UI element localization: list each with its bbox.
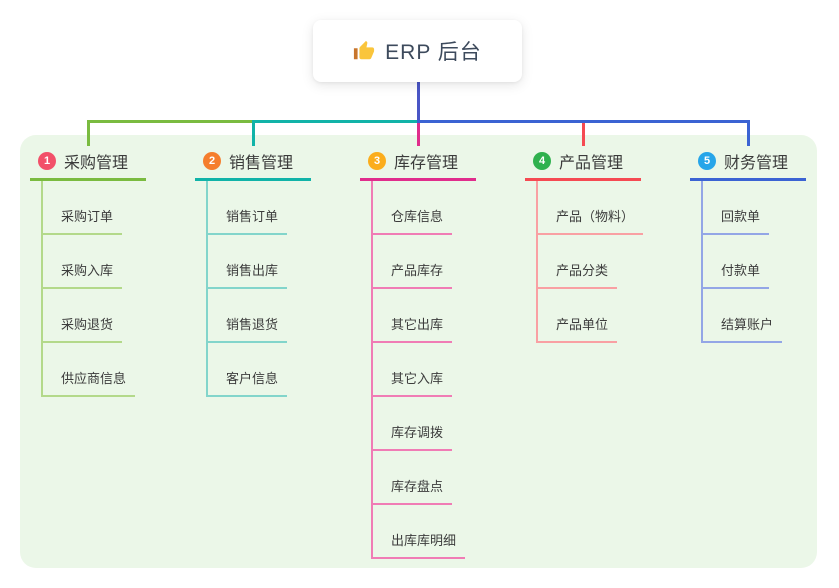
branch-title-3[interactable]: 3 库存管理 (360, 146, 476, 181)
child-node[interactable]: 出库库明细 (360, 505, 476, 559)
branch-title-label: 库存管理 (394, 155, 459, 172)
connector-line (417, 120, 750, 123)
child-node[interactable]: 库存调拨 (360, 397, 476, 451)
connector-line (582, 120, 585, 146)
child-node[interactable]: 产品（物料） (525, 181, 644, 235)
child-connector-vline (701, 181, 703, 343)
child-node-label: 采购退货 (41, 314, 123, 343)
branch-title-4[interactable]: 4 产品管理 (525, 146, 641, 181)
child-node-label: 供应商信息 (41, 368, 136, 397)
root-node-label: ERP 后台 (385, 41, 482, 64)
connector-line (252, 120, 255, 146)
branch-4: 4 产品管理产品（物料） 产品分类产品单位 (525, 146, 644, 343)
child-node-label: 回款单 (701, 206, 770, 235)
connector-line (87, 120, 90, 146)
child-node[interactable]: 其它入库 (360, 343, 476, 397)
branch-5: 5 财务管理回款单付款单结算账户 (690, 146, 806, 343)
child-node-label: 付款单 (701, 260, 770, 289)
child-node[interactable]: 产品分类 (525, 235, 641, 289)
connector-line (87, 120, 255, 123)
child-node[interactable]: 库存盘点 (360, 451, 476, 505)
child-connector-vline (41, 181, 43, 397)
child-node-label: 采购入库 (41, 260, 123, 289)
child-node-label: 采购订单 (41, 206, 123, 235)
child-node-label: 仓库信息 (371, 206, 453, 235)
branch-number-badge: 4 (533, 152, 551, 170)
child-node-label: 其它入库 (371, 368, 453, 397)
child-node-label: 库存盘点 (371, 476, 453, 505)
child-node[interactable]: 结算账户 (690, 289, 806, 343)
child-node[interactable]: 销售订单 (195, 181, 311, 235)
connector-line (417, 82, 420, 123)
child-node[interactable]: 回款单 (690, 181, 806, 235)
branch-children: 回款单付款单结算账户 (690, 181, 806, 343)
child-node[interactable]: 产品单位 (525, 289, 641, 343)
child-connector-vline (371, 181, 373, 559)
child-node[interactable]: 采购退货 (30, 289, 146, 343)
branch-number-badge: 1 (38, 152, 56, 170)
child-node[interactable]: 采购入库 (30, 235, 146, 289)
root-node[interactable]: ERP 后台 (313, 20, 522, 82)
connector-line (417, 120, 420, 146)
child-node-label: 其它出库 (371, 314, 453, 343)
child-node-label: 结算账户 (701, 314, 783, 343)
branch-2: 2 销售管理销售订单销售出库销售退货客户信息 (195, 146, 311, 397)
child-node-label: 销售退货 (206, 314, 288, 343)
child-connector-vline (206, 181, 208, 397)
child-node-label: 客户信息 (206, 368, 288, 397)
branch-children: 销售订单销售出库销售退货客户信息 (195, 181, 311, 397)
thumbs-up-icon (354, 40, 375, 60)
branch-title-1[interactable]: 1 采购管理 (30, 146, 146, 181)
connector-line (252, 120, 419, 123)
child-node-label: 销售出库 (206, 260, 288, 289)
branch-title-2[interactable]: 2 销售管理 (195, 146, 311, 181)
mindmap-panel (20, 135, 817, 568)
branch-children: 产品（物料） 产品分类产品单位 (525, 181, 644, 343)
child-connector-vline (536, 181, 538, 343)
child-node[interactable]: 销售出库 (195, 235, 311, 289)
child-node-label: 产品库存 (371, 260, 453, 289)
branch-children: 采购订单采购入库采购退货供应商信息 (30, 181, 146, 397)
child-node[interactable]: 其它出库 (360, 289, 476, 343)
branch-title-5[interactable]: 5 财务管理 (690, 146, 806, 181)
branch-number-badge: 3 (368, 152, 386, 170)
child-node[interactable]: 仓库信息 (360, 181, 476, 235)
child-node[interactable]: 付款单 (690, 235, 806, 289)
connector-line (747, 120, 750, 146)
branch-title-label: 财务管理 (724, 155, 789, 172)
child-node-label: 产品分类 (536, 260, 618, 289)
branch-number-badge: 5 (698, 152, 716, 170)
branch-children: 仓库信息产品库存其它出库其它入库库存调拨库存盘点出库库明细 (360, 181, 476, 559)
child-node-label: 库存调拨 (371, 422, 453, 451)
child-node[interactable]: 供应商信息 (30, 343, 146, 397)
child-node[interactable]: 销售退货 (195, 289, 311, 343)
child-node[interactable]: 客户信息 (195, 343, 311, 397)
child-node-label: 销售订单 (206, 206, 288, 235)
child-node-label: 产品（物料） (536, 206, 644, 235)
branch-number-badge: 2 (203, 152, 221, 170)
child-node-label: 出库库明细 (371, 530, 466, 559)
branch-title-label: 采购管理 (64, 155, 129, 172)
child-node[interactable]: 采购订单 (30, 181, 146, 235)
branch-title-label: 产品管理 (559, 155, 624, 172)
child-node[interactable]: 产品库存 (360, 235, 476, 289)
child-node-label: 产品单位 (536, 314, 618, 343)
branch-3: 3 库存管理仓库信息产品库存其它出库其它入库库存调拨库存盘点出库库明细 (360, 146, 476, 559)
branch-1: 1 采购管理采购订单采购入库采购退货供应商信息 (30, 146, 146, 397)
branch-title-label: 销售管理 (229, 155, 294, 172)
